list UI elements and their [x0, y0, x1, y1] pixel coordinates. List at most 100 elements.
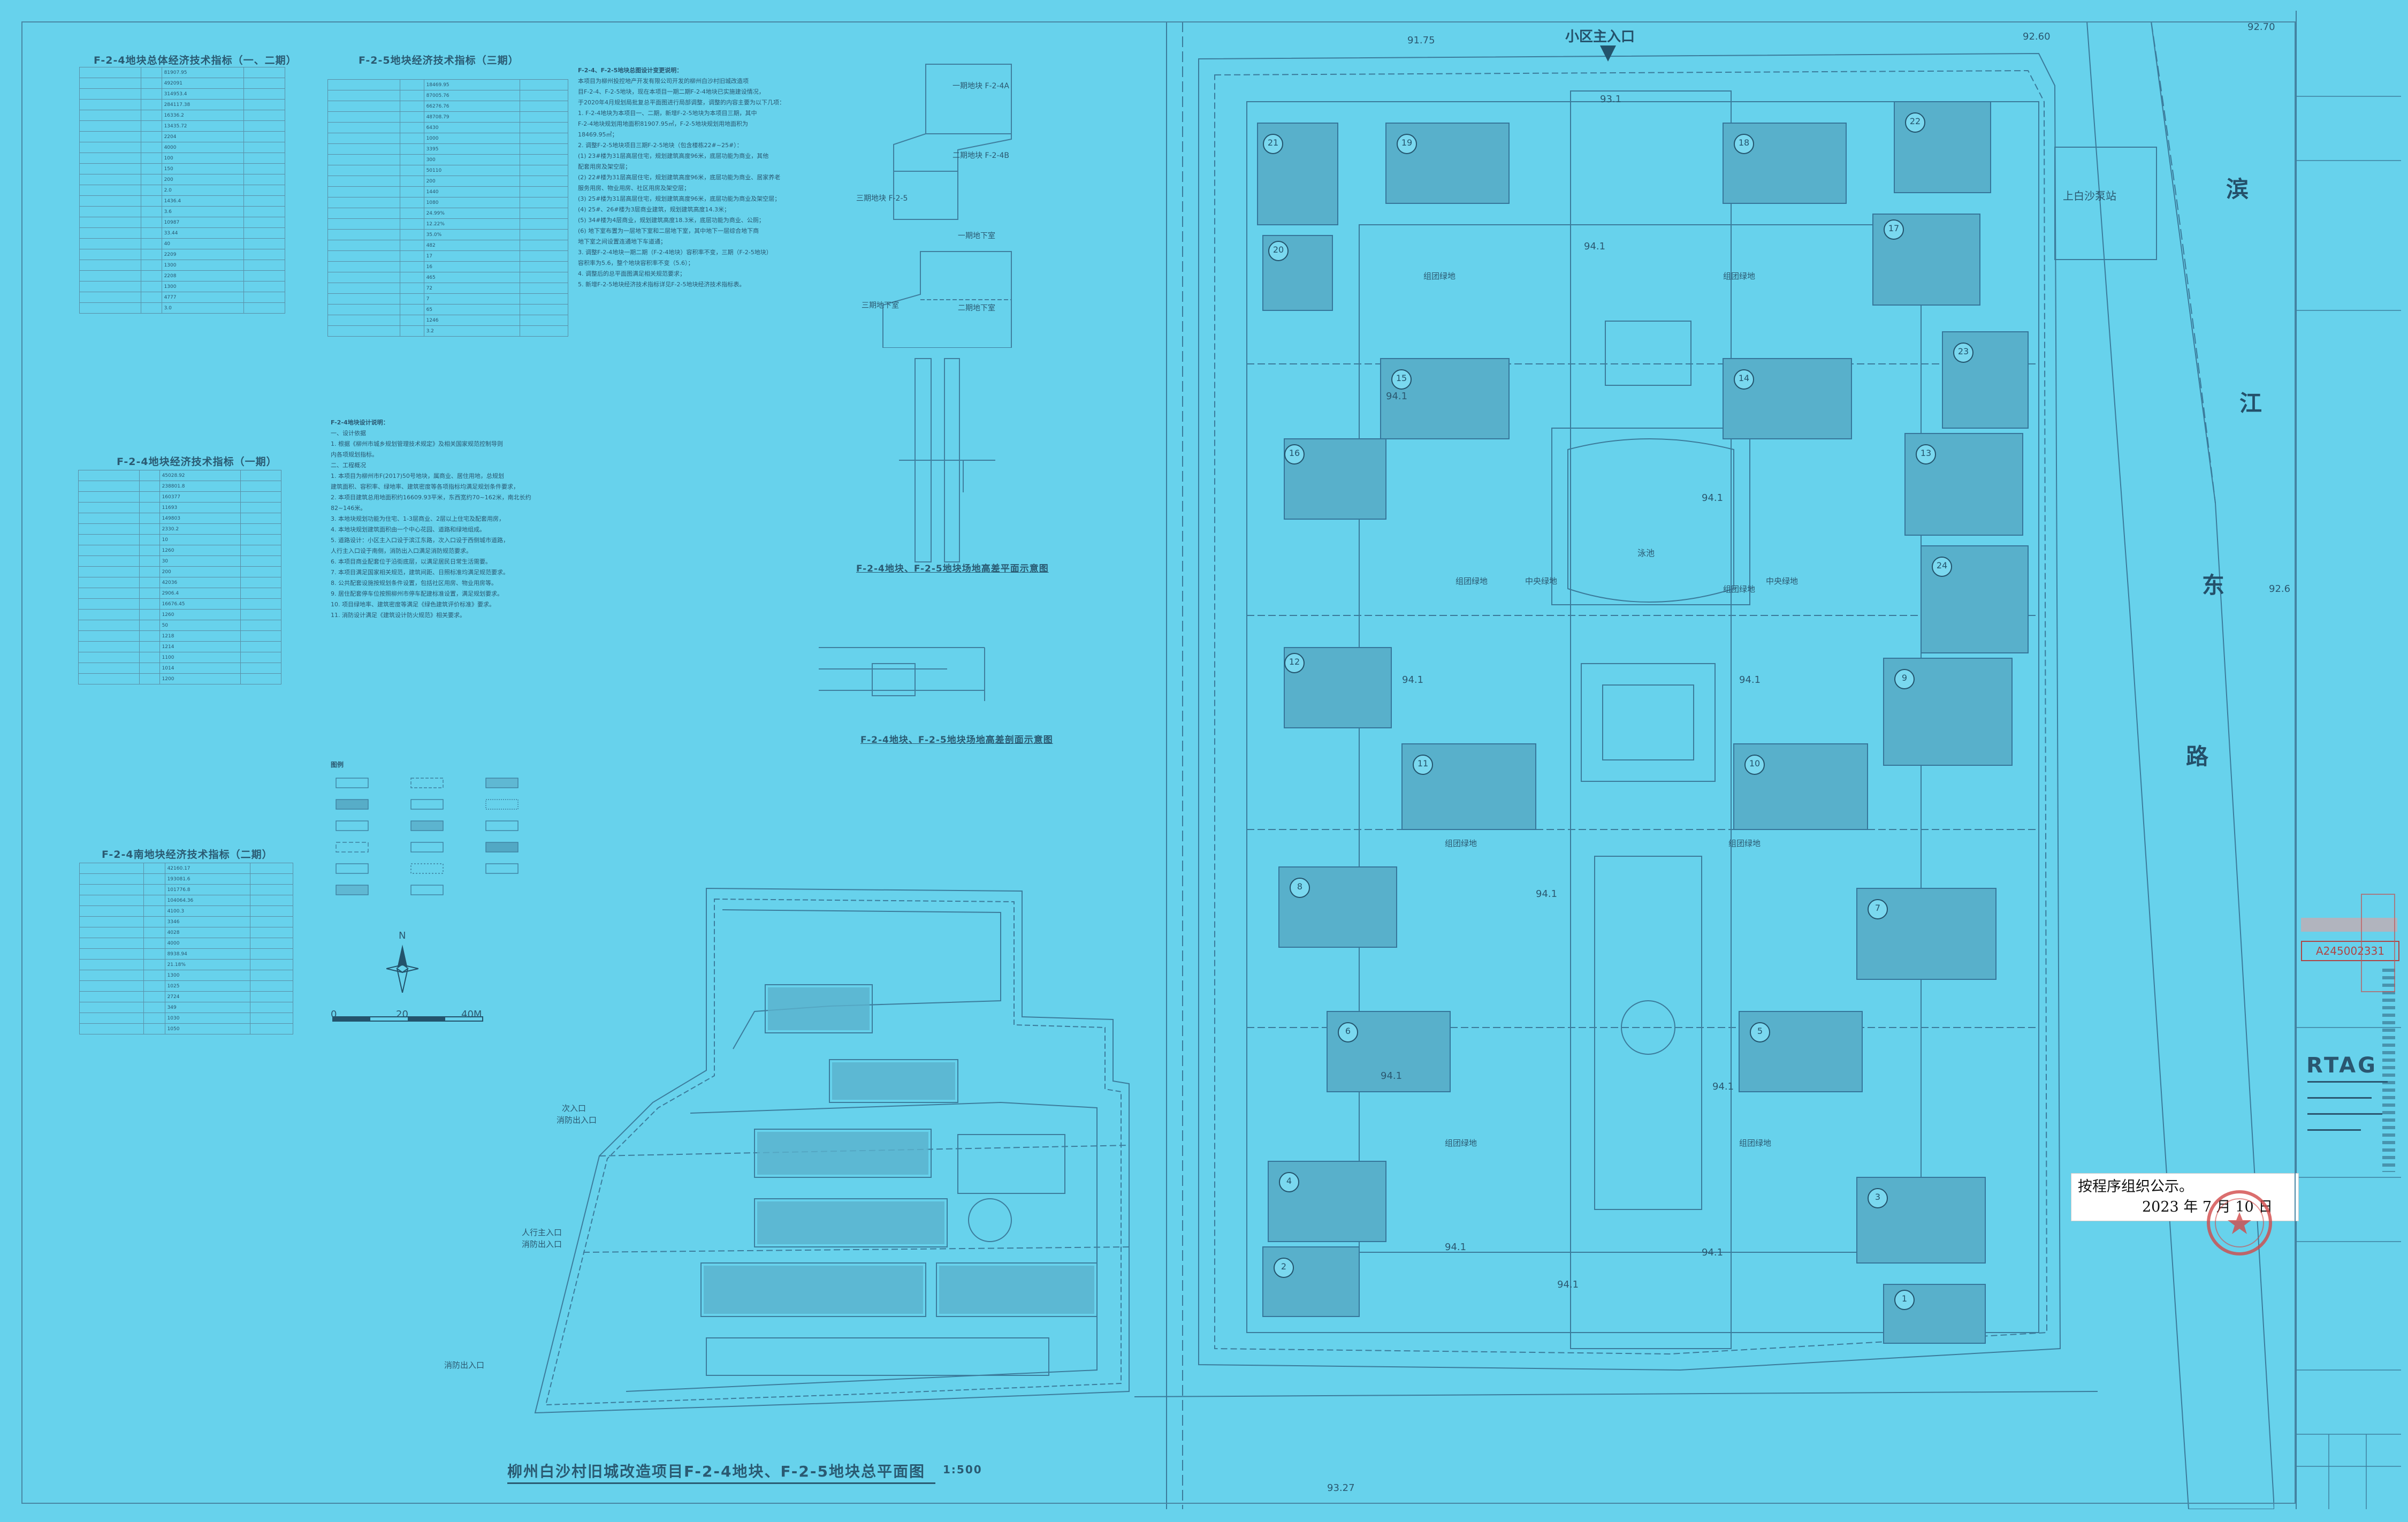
label-ped-entry: 人行主入口: [522, 1228, 562, 1237]
table-cell-label: [79, 142, 142, 153]
table-cell-label: [78, 470, 140, 481]
elevation-mark: 94.1: [1445, 1242, 1467, 1253]
table-cell-label: [79, 67, 142, 78]
table-cell-unit: [139, 673, 160, 684]
f25-site-plan: [534, 887, 1130, 1414]
elevation-mark: 93.27: [1327, 1482, 1355, 1494]
table-cell-note: [520, 208, 568, 219]
table-cell-unit: [139, 630, 160, 642]
table2-title: F-2-4地块经济技术指标（一期）: [117, 456, 277, 468]
table-row: 1300: [79, 260, 285, 271]
note-line: 2. 本项目建筑总用地面积约16609.93平米，东西宽约70~162米，南北长…: [331, 494, 531, 501]
table-row: 42036: [78, 577, 281, 588]
table-row: 66276.76: [327, 101, 568, 112]
table-row: 1436.4: [79, 195, 285, 207]
table-cell-label: [79, 120, 142, 132]
table-cell-value: 21.18%: [164, 959, 251, 970]
legend: 图例: [331, 760, 561, 920]
table-cell-note: [520, 218, 568, 230]
note-line: (4) 25#、26#楼为3层商业建筑，规划建筑高度14.3米；: [578, 206, 730, 213]
table-cell-value: 3.6: [161, 206, 245, 217]
building-number: 12: [1284, 653, 1305, 673]
table-cell-value: 10: [159, 534, 241, 545]
table-cell-value: 2330.2: [159, 523, 241, 535]
building-number: 18: [1734, 134, 1754, 154]
table-cell-value: 4028: [164, 927, 251, 938]
table-cell-label: [79, 260, 142, 271]
table-cell-unit: [399, 143, 424, 155]
table-cell-unit: [399, 79, 424, 90]
table-cell-unit: [399, 261, 424, 272]
road-char-2: 江: [2239, 390, 2262, 416]
building-number: 7: [1868, 899, 1888, 919]
table-cell-label: [79, 270, 142, 281]
table-row: 8938.94: [79, 948, 293, 960]
table-cell-label: [79, 927, 144, 938]
table-cell-note: [520, 133, 568, 144]
note-line: 4. 调整后的总平面图满足相关规范要求；: [578, 270, 685, 277]
table-cell-label: [78, 630, 140, 642]
table-cell-note: [250, 873, 293, 885]
note-line: 2. 调整F-2-5地块项目三期F-2-5地块（包含楼栋22#~25#）：: [578, 142, 743, 149]
table-cell-unit: [399, 240, 424, 251]
table-row: 3395: [327, 143, 568, 155]
table-cell-label: [78, 609, 140, 620]
table-cell-note: [240, 598, 281, 610]
elevation-mark: 94.1: [1557, 1279, 1579, 1290]
table-cell-note: [243, 153, 285, 164]
table-cell-note: [250, 863, 293, 874]
table-row: 1214: [78, 641, 281, 652]
table-cell-value: 42160.17: [164, 863, 251, 874]
table-row: 65: [327, 304, 568, 315]
building-number: 19: [1397, 134, 1417, 154]
table-cell-note: [240, 481, 281, 492]
table-row: 2208: [79, 270, 285, 281]
table-cell-unit: [399, 90, 424, 101]
table-cell-value: 10987: [161, 217, 245, 228]
table-cell-label: [78, 641, 140, 652]
table-cell-note: [240, 523, 281, 535]
key-plan-f: 三期地下室: [862, 301, 899, 310]
table-row: 30: [78, 555, 281, 567]
building-number: 14: [1734, 369, 1754, 390]
key-plan-a: 一期地块 F-2-4A: [952, 82, 1009, 90]
table-cell-note: [250, 895, 293, 906]
table-cell-unit: [143, 938, 165, 949]
elevation-mark: 93.1: [1600, 94, 1622, 105]
elevation-mark: 94.1: [1536, 888, 1558, 900]
table-cell-unit: [399, 133, 424, 144]
table-cell-note: [243, 227, 285, 239]
table-row: 10987: [79, 217, 285, 228]
note-line: 1. F-2-4地块为本项目一、二期，新增F-2-5地块为本项目三期，其中: [578, 110, 757, 117]
table-cell-note: [520, 79, 568, 90]
elevation-mark: 94.1: [1381, 1070, 1403, 1082]
table-cell-label: [327, 143, 400, 155]
table-cell-unit: [399, 293, 424, 305]
table-row: 492091: [79, 78, 285, 89]
table-cell-note: [520, 154, 568, 165]
table3-title: F-2-4南地块经济技术指标（二期）: [102, 849, 273, 861]
table-cell-unit: [141, 249, 162, 260]
table-cell-label: [327, 154, 400, 165]
table-cell-unit: [139, 652, 160, 663]
table-cell-label: [327, 229, 400, 240]
table-cell-note: [243, 120, 285, 132]
table-cell-note: [520, 250, 568, 262]
building-number: 11: [1413, 755, 1433, 775]
note-line: 于2020年4月规划局批复总平面图进行局部调整，调整的内容主要为以下几项：: [578, 99, 785, 106]
table-cell-value: 1080: [423, 197, 521, 208]
table-cell-unit: [399, 176, 424, 187]
table-cell-note: [520, 111, 568, 123]
table-row: 4000: [79, 938, 293, 949]
legend-symbols: [336, 778, 519, 895]
table-cell-note: [243, 238, 285, 249]
table-cell-note: [520, 315, 568, 326]
elevation-mark: 91.75: [1407, 35, 1435, 46]
table-cell-label: [79, 206, 142, 217]
building-number: 3: [1868, 1188, 1888, 1208]
note-line: 4. 本地块规划建筑面积由一个中心花园、道路和绿地组成。: [331, 526, 485, 533]
table-cell-unit: [399, 272, 424, 283]
table-cell-unit: [141, 270, 162, 281]
table-cell-label: [79, 970, 144, 981]
